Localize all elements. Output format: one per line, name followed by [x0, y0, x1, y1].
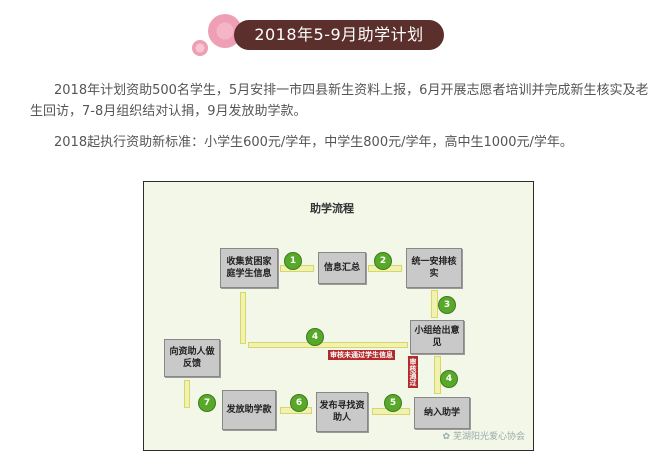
step-number-2: 2	[374, 252, 392, 270]
box-include-aid: 纳入助学	[414, 397, 470, 429]
step-number-4-pass: 4	[440, 370, 458, 388]
step-number-3: 3	[438, 296, 456, 314]
diagram-title: 助学流程	[310, 202, 354, 215]
pass-label: 审核通过	[408, 356, 418, 388]
step-number-6: 6	[290, 394, 308, 412]
flower-icon-small	[192, 40, 208, 56]
arrow-7	[184, 380, 190, 408]
arrow-up-collect	[240, 292, 246, 344]
wechat-icon: ✿	[442, 432, 450, 442]
arrow-3	[431, 290, 438, 318]
box-disburse-aid: 发放助学款	[222, 390, 276, 430]
step-number-5: 5	[384, 394, 402, 412]
reject-label: 审核未通过学生信息	[328, 350, 395, 360]
watermark-text: 芜湖阳光爱心协会	[452, 432, 525, 442]
step-number-4-reject: 4	[306, 328, 324, 346]
box-arrange-verify: 统一安排核实	[406, 248, 462, 288]
watermark: ✿芜湖阳光爱心协会	[442, 429, 525, 442]
box-collect-info: 收集贫困家庭学生信息	[220, 248, 278, 288]
arrow-4-reject	[248, 342, 408, 348]
standard-paragraph: 2018起执行资助新标准：小学生600元/学年，中学生800元/学年，高中生10…	[54, 135, 573, 150]
box-feedback-donor: 向资助人做反馈	[164, 339, 220, 377]
section-title: 2018年5-9月助学计划	[234, 20, 444, 50]
flow-diagram: 助学流程 收集贫困家庭学生信息 信息汇总 统一安排核实 小组给出意见 纳入助学 …	[143, 181, 534, 451]
plan-paragraph: 2018年计划资助500名学生，5月安排一市四县新生资料上报，6月开展志愿者培训…	[30, 83, 649, 119]
step-number-1: 1	[284, 252, 302, 270]
step-number-7: 7	[198, 394, 216, 412]
section-header: 2018年5-9月助学计划	[190, 14, 450, 60]
box-group-opinion: 小组给出意见	[410, 320, 464, 354]
box-info-summary: 信息汇总	[318, 252, 366, 284]
box-publish-donor: 发布寻找资助人	[316, 392, 368, 432]
